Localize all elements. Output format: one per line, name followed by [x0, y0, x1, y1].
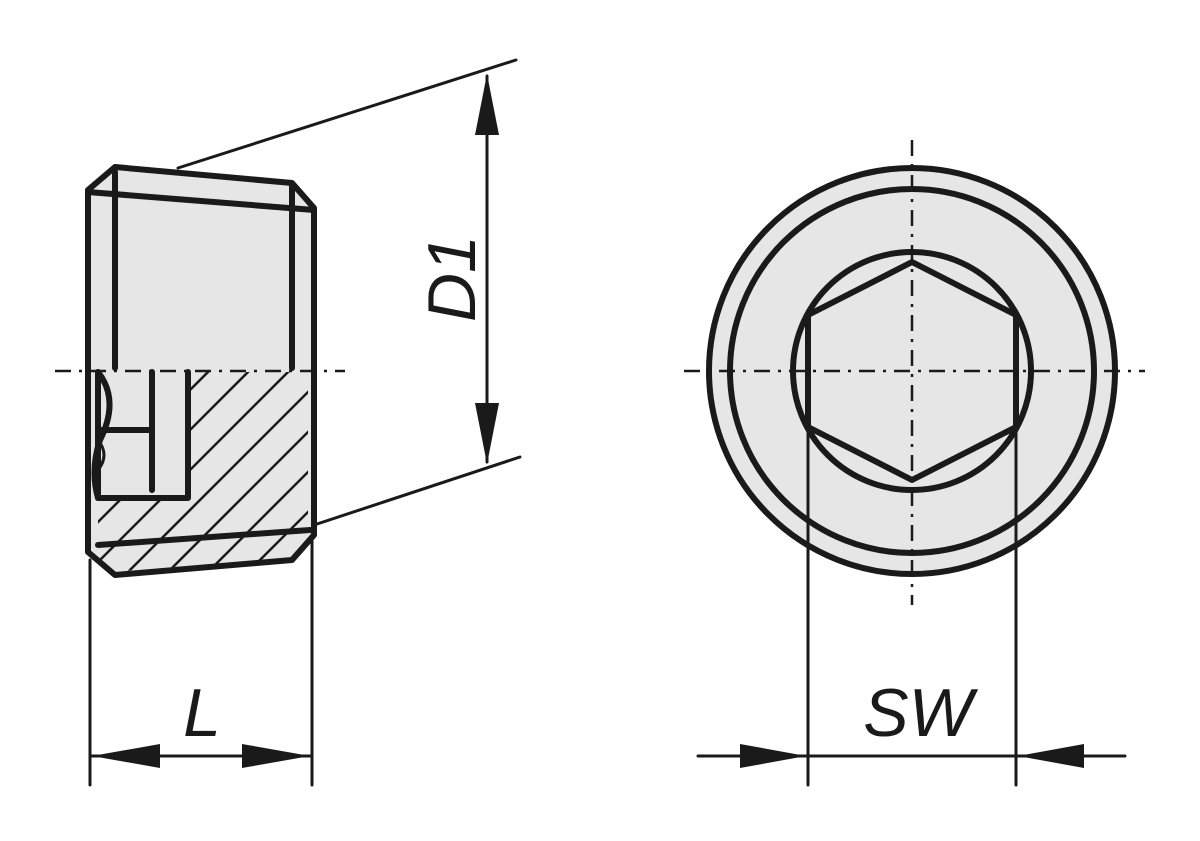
d1-arrow-top [475, 74, 499, 135]
socket-cone-inner [96, 438, 106, 472]
l-label: L [183, 675, 221, 751]
socket-cone [91, 369, 113, 501]
socket-section [95, 369, 191, 501]
side-view: D1 L [55, 58, 522, 787]
thread-line-bottom [95, 527, 313, 548]
sw-label: SW [863, 675, 978, 751]
thread-line-top [85, 189, 317, 213]
sw-arrow-right [1018, 744, 1084, 768]
plug-outline [85, 164, 317, 578]
d1-extension-top [176, 58, 518, 170]
d1-arrow-bottom [475, 403, 499, 464]
d1-extension-bottom [312, 455, 522, 527]
sw-arrow-left [740, 744, 806, 768]
l-arrow-left [92, 744, 160, 768]
d1-label: D1 [414, 235, 490, 322]
l-arrow-right [242, 744, 310, 768]
front-view: SW [684, 140, 1145, 787]
